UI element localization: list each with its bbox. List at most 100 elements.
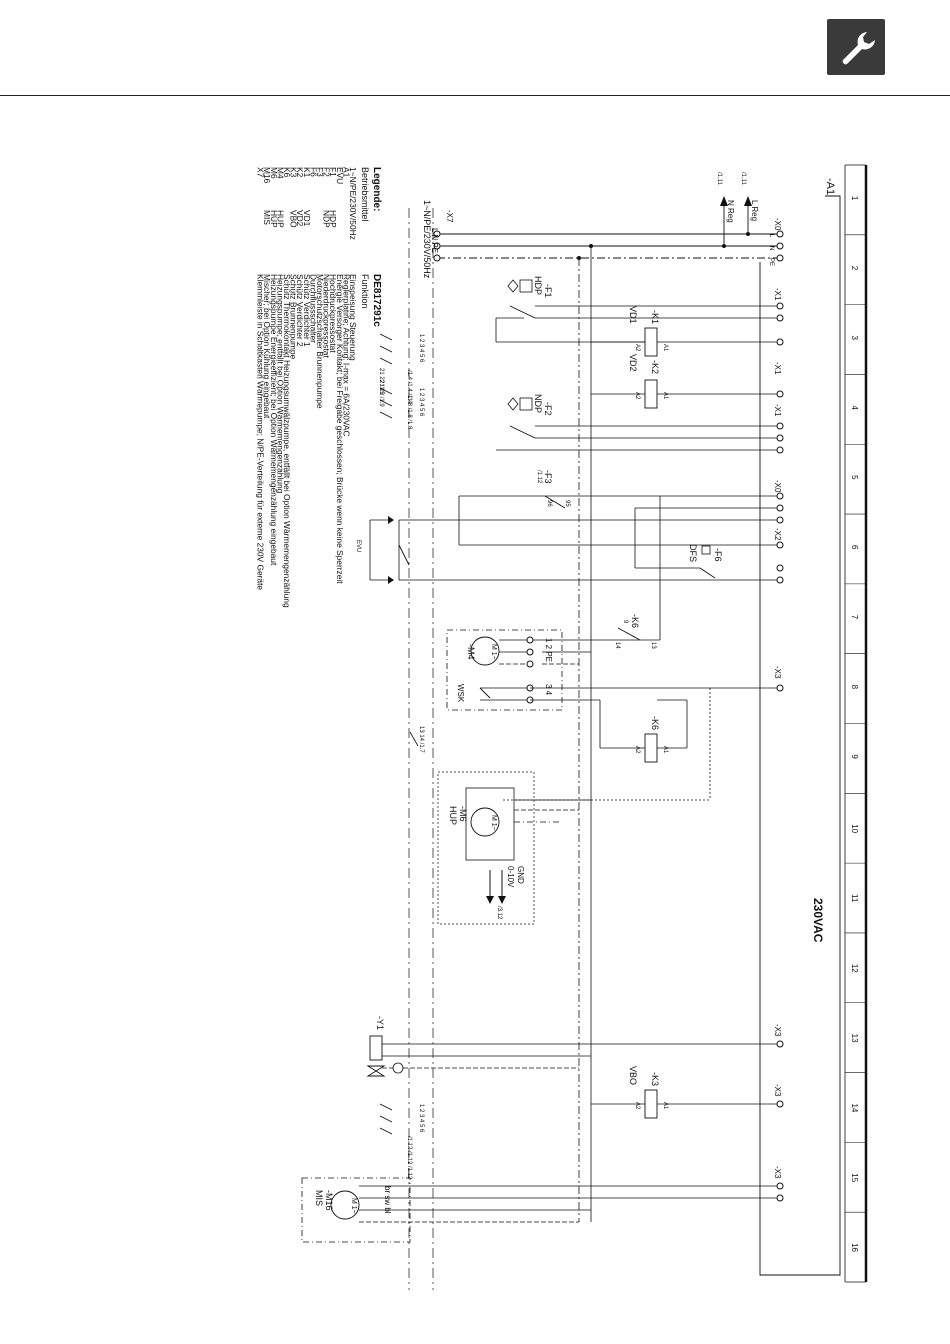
legend-code: K1 [302, 167, 312, 178]
f3-ref: -F3 [543, 470, 553, 484]
k6-a1: A1 [662, 746, 668, 754]
ruler-number: 10 [850, 824, 859, 833]
legend-abbr: HUP [269, 210, 279, 228]
k6-contact-14: 14 [614, 642, 620, 649]
circuit-m6: M 1~ -M6 HUP GND 0-10V /3.12 [437, 771, 591, 925]
k1-crossref: 1 2 3 4 5 6 /1.4 /1.4 /1.4 21 22 /1.5 [378, 333, 424, 404]
legend-code: F1 [328, 167, 338, 177]
ruler-number: 6 [850, 545, 859, 550]
circuit-f2: -F2 NDP [496, 394, 784, 454]
legend-abbr: MIS [262, 210, 272, 225]
m16-wires: br sw bl [383, 1186, 392, 1214]
ruler-number: 11 [850, 894, 859, 903]
k2-a1: A1 [662, 392, 668, 400]
k6-contact-ref: -K6 [630, 614, 640, 628]
m6-ref: -M6 [458, 806, 468, 822]
legend-desc: Reglerplatine; Achtung: I-max = 6A/230VA… [341, 274, 351, 437]
controller-a1: -A1 230VAC [759, 178, 841, 1276]
ruler-ticks [845, 234, 866, 1213]
terminal-labels: -X0 L N PE -X1 -X1 -X1 -X0 -X2 -X3 -X3 -… [768, 218, 782, 1179]
supply-rails [408, 208, 784, 1290]
k1-crossref-pins: 1 2 3 4 5 6 [418, 334, 424, 363]
legend-code: EVU [335, 167, 345, 184]
ruler-number: 8 [850, 685, 859, 690]
legend-doc-code: DE817291c [371, 274, 382, 327]
k2-crossref-pages: /1.8 /1.8 /1.8 [406, 396, 412, 430]
legend-desc: Schütz Verdichter 2 [295, 274, 305, 347]
legend-code: F2 [322, 167, 332, 177]
ruler-number: 13 [850, 1034, 859, 1043]
legend-code: F3 [315, 167, 325, 177]
terminal-x3-d: -X3 [773, 1166, 782, 1179]
k3-a2: A2 [634, 1102, 640, 1110]
legend-code: 1~N/PE/230V/50Hz [348, 167, 358, 240]
legend-desc: Mischer; bei Option Kühlung eingebaut [262, 274, 272, 419]
legend-desc: Niederdruckpressostat [322, 274, 332, 358]
legend-desc: Einspeisung Steuerung [348, 274, 358, 361]
circuit-m4: -K6 9 13 14 M 1~ -M4 1 2 PE WSK 3 4 [446, 496, 784, 711]
m6-010v: 0-10V [506, 866, 515, 888]
legend-col-header-b: Funktion [360, 274, 370, 309]
k6-crossref: 13 14 /1.7 [409, 726, 424, 753]
legend-desc: Schütz Thermokontakt Heizungsumwälzpumpe… [282, 274, 292, 608]
n-reg-label: N Reg [726, 200, 735, 223]
legend-code: M16 [262, 167, 272, 184]
m6-name: HUP [448, 806, 458, 825]
ruler-number: 2 [850, 266, 859, 271]
f3-pin-a: 95 [564, 500, 570, 507]
k3-a1: A1 [662, 1102, 668, 1110]
ruler-number: 16 [850, 1243, 859, 1252]
circuit-f3-evu-f6: -F3 /1.12 95 96 EVU -F6 DFS [355, 470, 784, 584]
k6-a2: A2 [634, 746, 640, 754]
contact-crossrefs: 1 2 3 4 5 6 /1.4 /1.4 /1.4 21 22 /1.5 1 … [378, 333, 424, 1180]
k3-ref: -K3 [650, 1072, 660, 1086]
m4-symbol: M 1~ [490, 644, 497, 660]
k6-contact-9: 9 [622, 620, 628, 624]
legend-desc: Motorschutzschalter Brunnenpumpe [315, 274, 325, 409]
ruler-number: 3 [850, 336, 859, 341]
k3-name: VBO [628, 1066, 638, 1085]
k6-crossref-text: 13 14 /1.7 [418, 726, 424, 753]
header-rule [0, 95, 950, 96]
ruler-number: 7 [850, 615, 859, 620]
legend-desc: Klemmleiste in Schaltkasten Wärmepumpe; … [256, 274, 266, 590]
terminal-x0-top: -X0 [773, 218, 782, 231]
circuit-y1: -Y1 [366, 1016, 784, 1077]
legend-col-header-a: Betriebsmittel [360, 167, 370, 222]
legend-desc: Schütz Verdichter 1 [302, 274, 312, 347]
legend-abbr: NDP [322, 210, 332, 228]
ruler-number: 12 [850, 964, 859, 973]
legend-desc: Heizungspumpe Energieeffizient; bei Opti… [269, 274, 279, 566]
k1-crossref-aux: 21 22 /1.5 [378, 368, 384, 395]
legend-code: X7 [256, 167, 266, 178]
k3-crossref-pins: 1 2 3 4 5 6 [418, 1104, 424, 1133]
m4-terminals: 1 2 PE [544, 638, 553, 662]
terminal-x1-a: -X1 [773, 288, 782, 301]
legend-abbr: HDP [328, 210, 338, 228]
l-reg-ref: /1.11 [740, 172, 746, 186]
terminal-x2: -X2 [773, 528, 782, 541]
f2-ref: -F2 [543, 402, 553, 416]
terminal-n: N [768, 246, 774, 250]
k2-crossref-pins: 1 2 3 4 5 6 [418, 388, 424, 417]
k1-crossref-pages: /1.4 /1.4 /1.4 [406, 370, 412, 404]
legend-abbr: VBO [289, 210, 299, 228]
supply-terminal: -X7 [445, 210, 454, 223]
m16-symbol: M 1~ [350, 1198, 357, 1214]
n-reg-ref: /1.11 [716, 172, 722, 186]
legend-code: M6 [269, 167, 279, 179]
legend-desc: Schütz Brunnenpumpe [289, 274, 299, 360]
f3-ref-page: /1.12 [536, 470, 542, 484]
k1-a2: A2 [634, 344, 640, 352]
k6-contact-13: 13 [650, 642, 656, 649]
legend: Legende: DE817291c Betriebsmittel Funkti… [256, 167, 382, 608]
legend-abbr: VD2 [295, 210, 305, 227]
voltage-label: 230VAC [811, 898, 825, 943]
m16-name: MIS [314, 1190, 324, 1206]
k2-ref: -K2 [650, 360, 660, 374]
legend-code: M4 [275, 167, 285, 179]
